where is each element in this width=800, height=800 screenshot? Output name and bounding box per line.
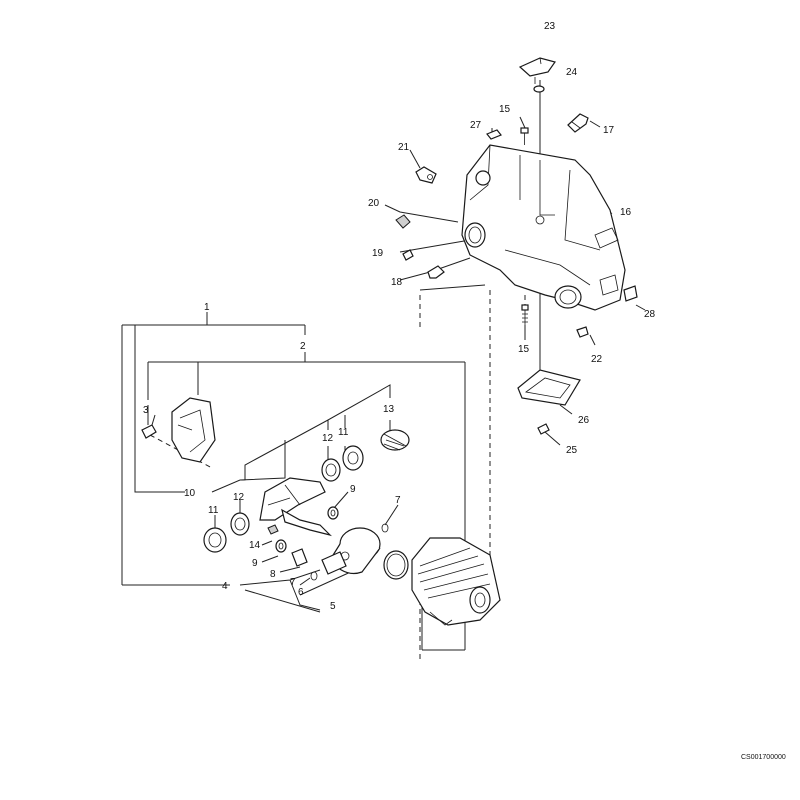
part-pin-6 xyxy=(321,551,347,575)
label-22: 22 xyxy=(591,354,603,365)
part-base-26 xyxy=(517,369,581,406)
part-bearing-11-right xyxy=(342,445,364,471)
label-11a: 11 xyxy=(338,427,349,438)
part-clip-21 xyxy=(415,166,437,184)
part-pulley-3 xyxy=(141,397,216,463)
label-7b: 7 xyxy=(290,577,296,588)
label-17: 17 xyxy=(603,125,615,136)
drawing-code: CS001700000 xyxy=(741,754,786,761)
part-crankshaft-10 xyxy=(259,477,332,537)
part-screw-19 xyxy=(402,249,414,261)
label-27: 27 xyxy=(470,120,482,131)
part-cylinder xyxy=(411,537,501,626)
part-seal-12-right xyxy=(321,458,341,482)
part-ring-gasket xyxy=(383,550,409,580)
group-brackets xyxy=(121,312,466,651)
label-23: 23 xyxy=(544,21,556,32)
part-bearing-11-left xyxy=(203,527,227,553)
label-15b: 15 xyxy=(518,344,530,355)
label-28: 28 xyxy=(644,309,656,320)
label-5: 5 xyxy=(330,601,336,612)
part-washer-9-right xyxy=(327,506,339,520)
label-21: 21 xyxy=(398,142,410,153)
part-screw-22 xyxy=(576,326,589,338)
part-clip-7 xyxy=(310,523,389,581)
label-3: 3 xyxy=(143,405,149,416)
label-6: 6 xyxy=(298,587,304,598)
part-seal-12-left xyxy=(230,512,250,536)
label-9b: 9 xyxy=(252,558,258,569)
part-screw-25 xyxy=(537,423,550,435)
label-7a: 7 xyxy=(395,495,401,506)
label-24: 24 xyxy=(566,67,578,78)
label-12b: 12 xyxy=(233,492,245,503)
label-19: 19 xyxy=(372,248,384,259)
label-20: 20 xyxy=(368,198,380,209)
label-16: 16 xyxy=(620,207,632,218)
label-2: 2 xyxy=(300,341,306,352)
label-25: 25 xyxy=(566,445,578,456)
part-label-28 xyxy=(623,285,638,302)
label-11b: 11 xyxy=(208,505,219,516)
part-key-14 xyxy=(267,524,279,535)
label-14: 14 xyxy=(249,540,261,551)
part-plug-24 xyxy=(533,85,545,93)
part-bolt-15-top xyxy=(520,127,529,145)
label-26: 26 xyxy=(578,415,590,426)
label-15a: 15 xyxy=(499,104,511,115)
part-crankcase-16 xyxy=(461,144,626,311)
part-fitting-17 xyxy=(567,113,589,133)
label-4: 4 xyxy=(222,581,228,592)
part-bolt-15-bottom xyxy=(521,304,529,325)
part-label-27 xyxy=(486,129,502,140)
part-bearing-8 xyxy=(291,548,308,567)
label-12a: 12 xyxy=(322,433,334,444)
label-8: 8 xyxy=(270,569,276,580)
part-cap-23 xyxy=(518,57,556,84)
part-labels: 1 2 3 4 5 6 7 7 8 9 9 10 11 11 12 12 13 … xyxy=(143,21,656,612)
part-washer-9-left xyxy=(275,539,287,553)
part-bushing-13 xyxy=(380,429,410,451)
label-10: 10 xyxy=(184,488,196,499)
part-pad-20 xyxy=(395,214,411,229)
label-18: 18 xyxy=(391,277,403,288)
label-9a: 9 xyxy=(350,484,356,495)
label-13: 13 xyxy=(383,404,395,415)
label-1: 1 xyxy=(204,302,210,313)
part-clip-18 xyxy=(427,265,445,279)
